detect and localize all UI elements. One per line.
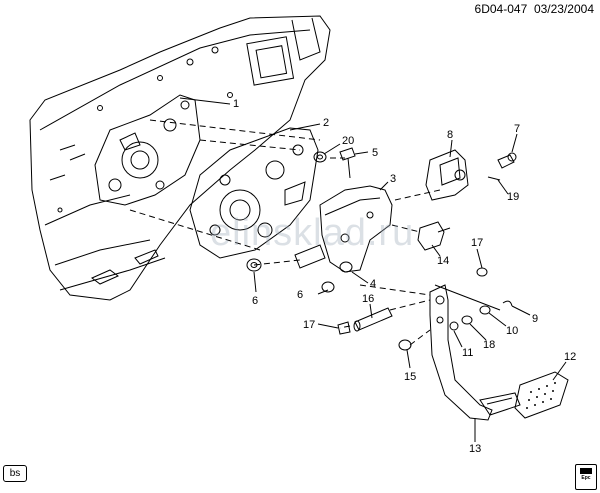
diagram-header: 6D04-047 03/23/2004: [475, 2, 594, 16]
callout-8: 8: [447, 129, 453, 141]
part-17-clip-lower: [337, 321, 351, 335]
part-11-bushing: [449, 321, 459, 331]
callout-10: 10: [506, 325, 518, 337]
callout-6-right: 6: [297, 289, 303, 301]
assembly-lines: [129, 119, 441, 346]
part-13-brake-pedal-arm: [429, 284, 521, 421]
callout-11: 11: [462, 347, 473, 359]
callout-15: 15: [404, 371, 416, 383]
bs-badge: bs: [3, 465, 27, 482]
part-12-pedal-pad: [514, 371, 569, 419]
logo-text: Epc: [581, 475, 591, 481]
callouts: 1 2 3 4 5 6 6 7 8 9 10 11 12 13 14 15 16…: [233, 98, 576, 455]
callout-14: 14: [437, 255, 449, 267]
callout-12: 12: [564, 351, 576, 363]
part-14-stoplamp-switch: [417, 221, 451, 251]
part-4-nut: [339, 261, 353, 273]
callout-17-lower: 17: [303, 319, 315, 331]
part-5-bolt: [339, 147, 356, 179]
callout-7: 7: [514, 123, 520, 135]
part-17-clip-upper: [476, 267, 488, 277]
callout-13: 13: [469, 443, 481, 455]
callout-9: 9: [532, 313, 538, 325]
part-18-bushing: [461, 315, 473, 325]
part-8-switch-bracket: [425, 149, 469, 201]
part-2-reinforcement-plate: [189, 127, 319, 259]
part-7-screw: [497, 152, 517, 169]
callout-17-upper: 17: [471, 237, 483, 249]
callout-1: 1: [233, 98, 239, 110]
callout-6-left: 6: [252, 295, 258, 307]
part-9-clip: [502, 300, 513, 307]
callout-2: 2: [323, 117, 329, 129]
leader-lines: [179, 97, 567, 442]
part-3-pedal-bracket: [294, 185, 393, 273]
fasteners: [246, 147, 517, 351]
callout-3: 3: [390, 173, 396, 185]
part-20-nut: [313, 151, 327, 163]
callout-5: 5: [372, 147, 378, 159]
part-19-pin: [487, 176, 501, 181]
part-15-stop: [398, 339, 412, 351]
diagram-date: 03/23/2004: [533, 2, 594, 16]
callout-20: 20: [342, 135, 354, 147]
firewall-panel: [29, 15, 331, 301]
callout-16: 16: [362, 293, 374, 305]
callout-18: 18: [483, 339, 495, 351]
epc-logo-icon: Epc: [575, 464, 597, 490]
diagram-code: 6D04-047: [474, 2, 528, 16]
part-10-bushing: [479, 305, 491, 315]
part-6-nut-right: [321, 281, 335, 293]
part-1-brake-booster-bracket: [94, 94, 201, 206]
part-16-pivot-sleeve: [353, 307, 393, 332]
callout-4: 4: [370, 278, 376, 290]
callout-19: 19: [507, 191, 519, 203]
watermark: elinsklad.ru: [210, 212, 415, 254]
